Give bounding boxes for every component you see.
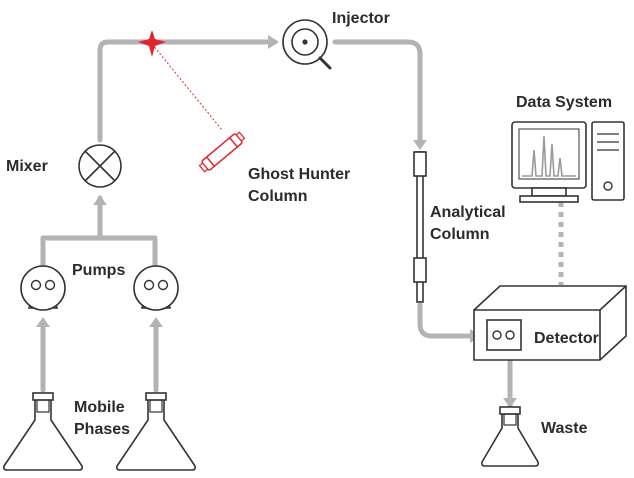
waste-label: Waste bbox=[541, 420, 588, 437]
injector-valve-icon bbox=[282, 19, 332, 70]
flow-line-top bbox=[97, 39, 278, 143]
pump-icon-left bbox=[20, 265, 66, 311]
data-system-label: Data System bbox=[516, 94, 613, 111]
arrow-into-waste bbox=[503, 398, 517, 408]
erlenmeyer-flask-icon-right bbox=[116, 392, 196, 471]
flow-line-column-to-detector bbox=[417, 302, 477, 339]
arrow-into-mixer bbox=[93, 195, 107, 205]
mobile-phases-label: Mobile bbox=[74, 399, 125, 416]
red-star-icon bbox=[138, 30, 166, 57]
mobile-phases-label-line2: Phases bbox=[74, 421, 131, 438]
arrow-into-pump-right bbox=[149, 317, 163, 327]
analytical-column-label-line2: Column bbox=[430, 226, 490, 243]
analytical-column-label: Analytical bbox=[430, 204, 506, 221]
ghost-hunter-pointer bbox=[151, 43, 223, 131]
spectrum-peaks bbox=[522, 135, 576, 177]
arrow-into-injector bbox=[268, 35, 279, 49]
flow-line-injector-to-column bbox=[332, 39, 423, 148]
detector-label: Detector bbox=[534, 330, 599, 347]
ghost-hunter-label: Ghost Hunter bbox=[248, 166, 351, 183]
ghost-hunter-label-line2: Column bbox=[248, 188, 308, 205]
computer-icon bbox=[511, 121, 625, 203]
pumps-label: Pumps bbox=[72, 262, 126, 279]
analytical-column-icon bbox=[413, 151, 427, 303]
pump-icon-right bbox=[133, 265, 179, 311]
arrow-into-column bbox=[413, 140, 427, 150]
waste-flask-icon bbox=[481, 406, 539, 467]
flow-line-pumps-manifold bbox=[40, 195, 158, 271]
ghost-hunter-column-icon bbox=[198, 131, 246, 173]
arrow-into-pump-left bbox=[36, 317, 50, 327]
injector-label: Injector bbox=[332, 10, 390, 27]
flow-lines bbox=[40, 39, 564, 408]
mixer-label: Mixer bbox=[6, 158, 48, 175]
detector-box-icon bbox=[473, 285, 627, 361]
erlenmeyer-flask-icon-left bbox=[3, 392, 83, 471]
mixer-valve-icon bbox=[78, 144, 122, 188]
